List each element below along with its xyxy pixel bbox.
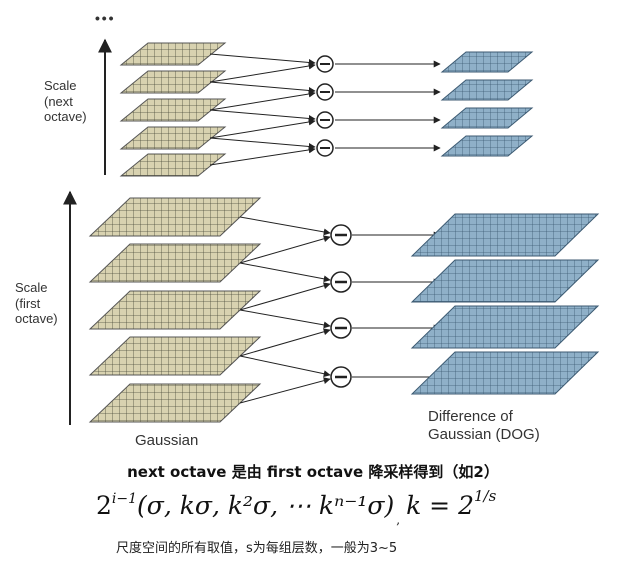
scale-space-formula: 2i−1(σ, kσ, k²σ, ⋯ kⁿ⁻¹σ), k = 21/s xyxy=(96,487,496,527)
scale-first-octave-label: Scale (first octave) xyxy=(15,280,58,327)
next-octave-minus-nodes xyxy=(316,55,334,157)
formula-rhs: k = 2 xyxy=(406,491,474,520)
next-octave-gaussian-stack xyxy=(119,42,227,177)
note-text: 尺度空间的所有取值，s为每组层数，一般为3~5 xyxy=(116,541,398,556)
scale-next-octave-label: Scale (next octave) xyxy=(44,78,87,125)
first-octave-gaussian-stack xyxy=(88,197,262,423)
caption: next octave 是由 first octave 降采样得到（如2） xyxy=(127,463,499,481)
sift-dog-pyramid-diagram xyxy=(63,38,600,425)
formula-rhs-exponent: 1/s xyxy=(473,487,497,505)
first-octave-dog-stack xyxy=(410,213,600,395)
next-octave-connectors xyxy=(209,53,441,166)
next-octave-dog-stack xyxy=(440,51,534,157)
dog-label: Difference of Gaussian (DOG) xyxy=(428,408,540,443)
gaussian-label: Gaussian xyxy=(135,432,199,449)
formula-args: (σ, kσ, k²σ, ⋯ kⁿ⁻¹σ) xyxy=(137,491,395,520)
first-octave-connectors xyxy=(239,216,441,404)
formula-separator: , xyxy=(396,513,401,527)
formula-exponent: i−1 xyxy=(111,490,138,507)
first-octave-minus-nodes xyxy=(330,224,352,388)
ellipsis-marker: • • • xyxy=(95,10,114,26)
formula-base: 2 xyxy=(96,491,112,520)
